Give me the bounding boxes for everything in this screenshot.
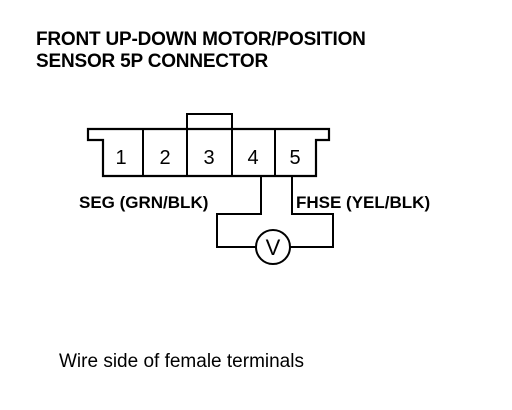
pin-2-number: 2: [159, 147, 170, 169]
fhse-wire-label: FHSE (YEL/BLK): [296, 193, 430, 212]
probe-lead-pin-5: [290, 176, 334, 248]
voltmeter-icon: V: [255, 229, 291, 265]
title-line-2: SENSOR 5P CONNECTOR: [36, 51, 268, 72]
diagram-title: FRONT UP-DOWN MOTOR/POSITION SENSOR 5P C…: [36, 29, 366, 73]
title-line-1: FRONT UP-DOWN MOTOR/POSITION: [36, 29, 366, 50]
connector-lock-tab: [186, 113, 233, 130]
connector-housing: [86, 127, 331, 178]
voltmeter-symbol: V: [266, 235, 281, 260]
pin-4-number: 4: [247, 147, 258, 169]
probe-lead-pin-4: [216, 176, 262, 248]
view-note: Wire side of female terminals: [59, 351, 304, 372]
pin-3-number: 3: [203, 147, 214, 169]
seg-wire-label: SEG (GRN/BLK): [79, 193, 208, 212]
pin-1-number: 1: [115, 147, 126, 169]
pin-5-number: 5: [289, 147, 300, 169]
